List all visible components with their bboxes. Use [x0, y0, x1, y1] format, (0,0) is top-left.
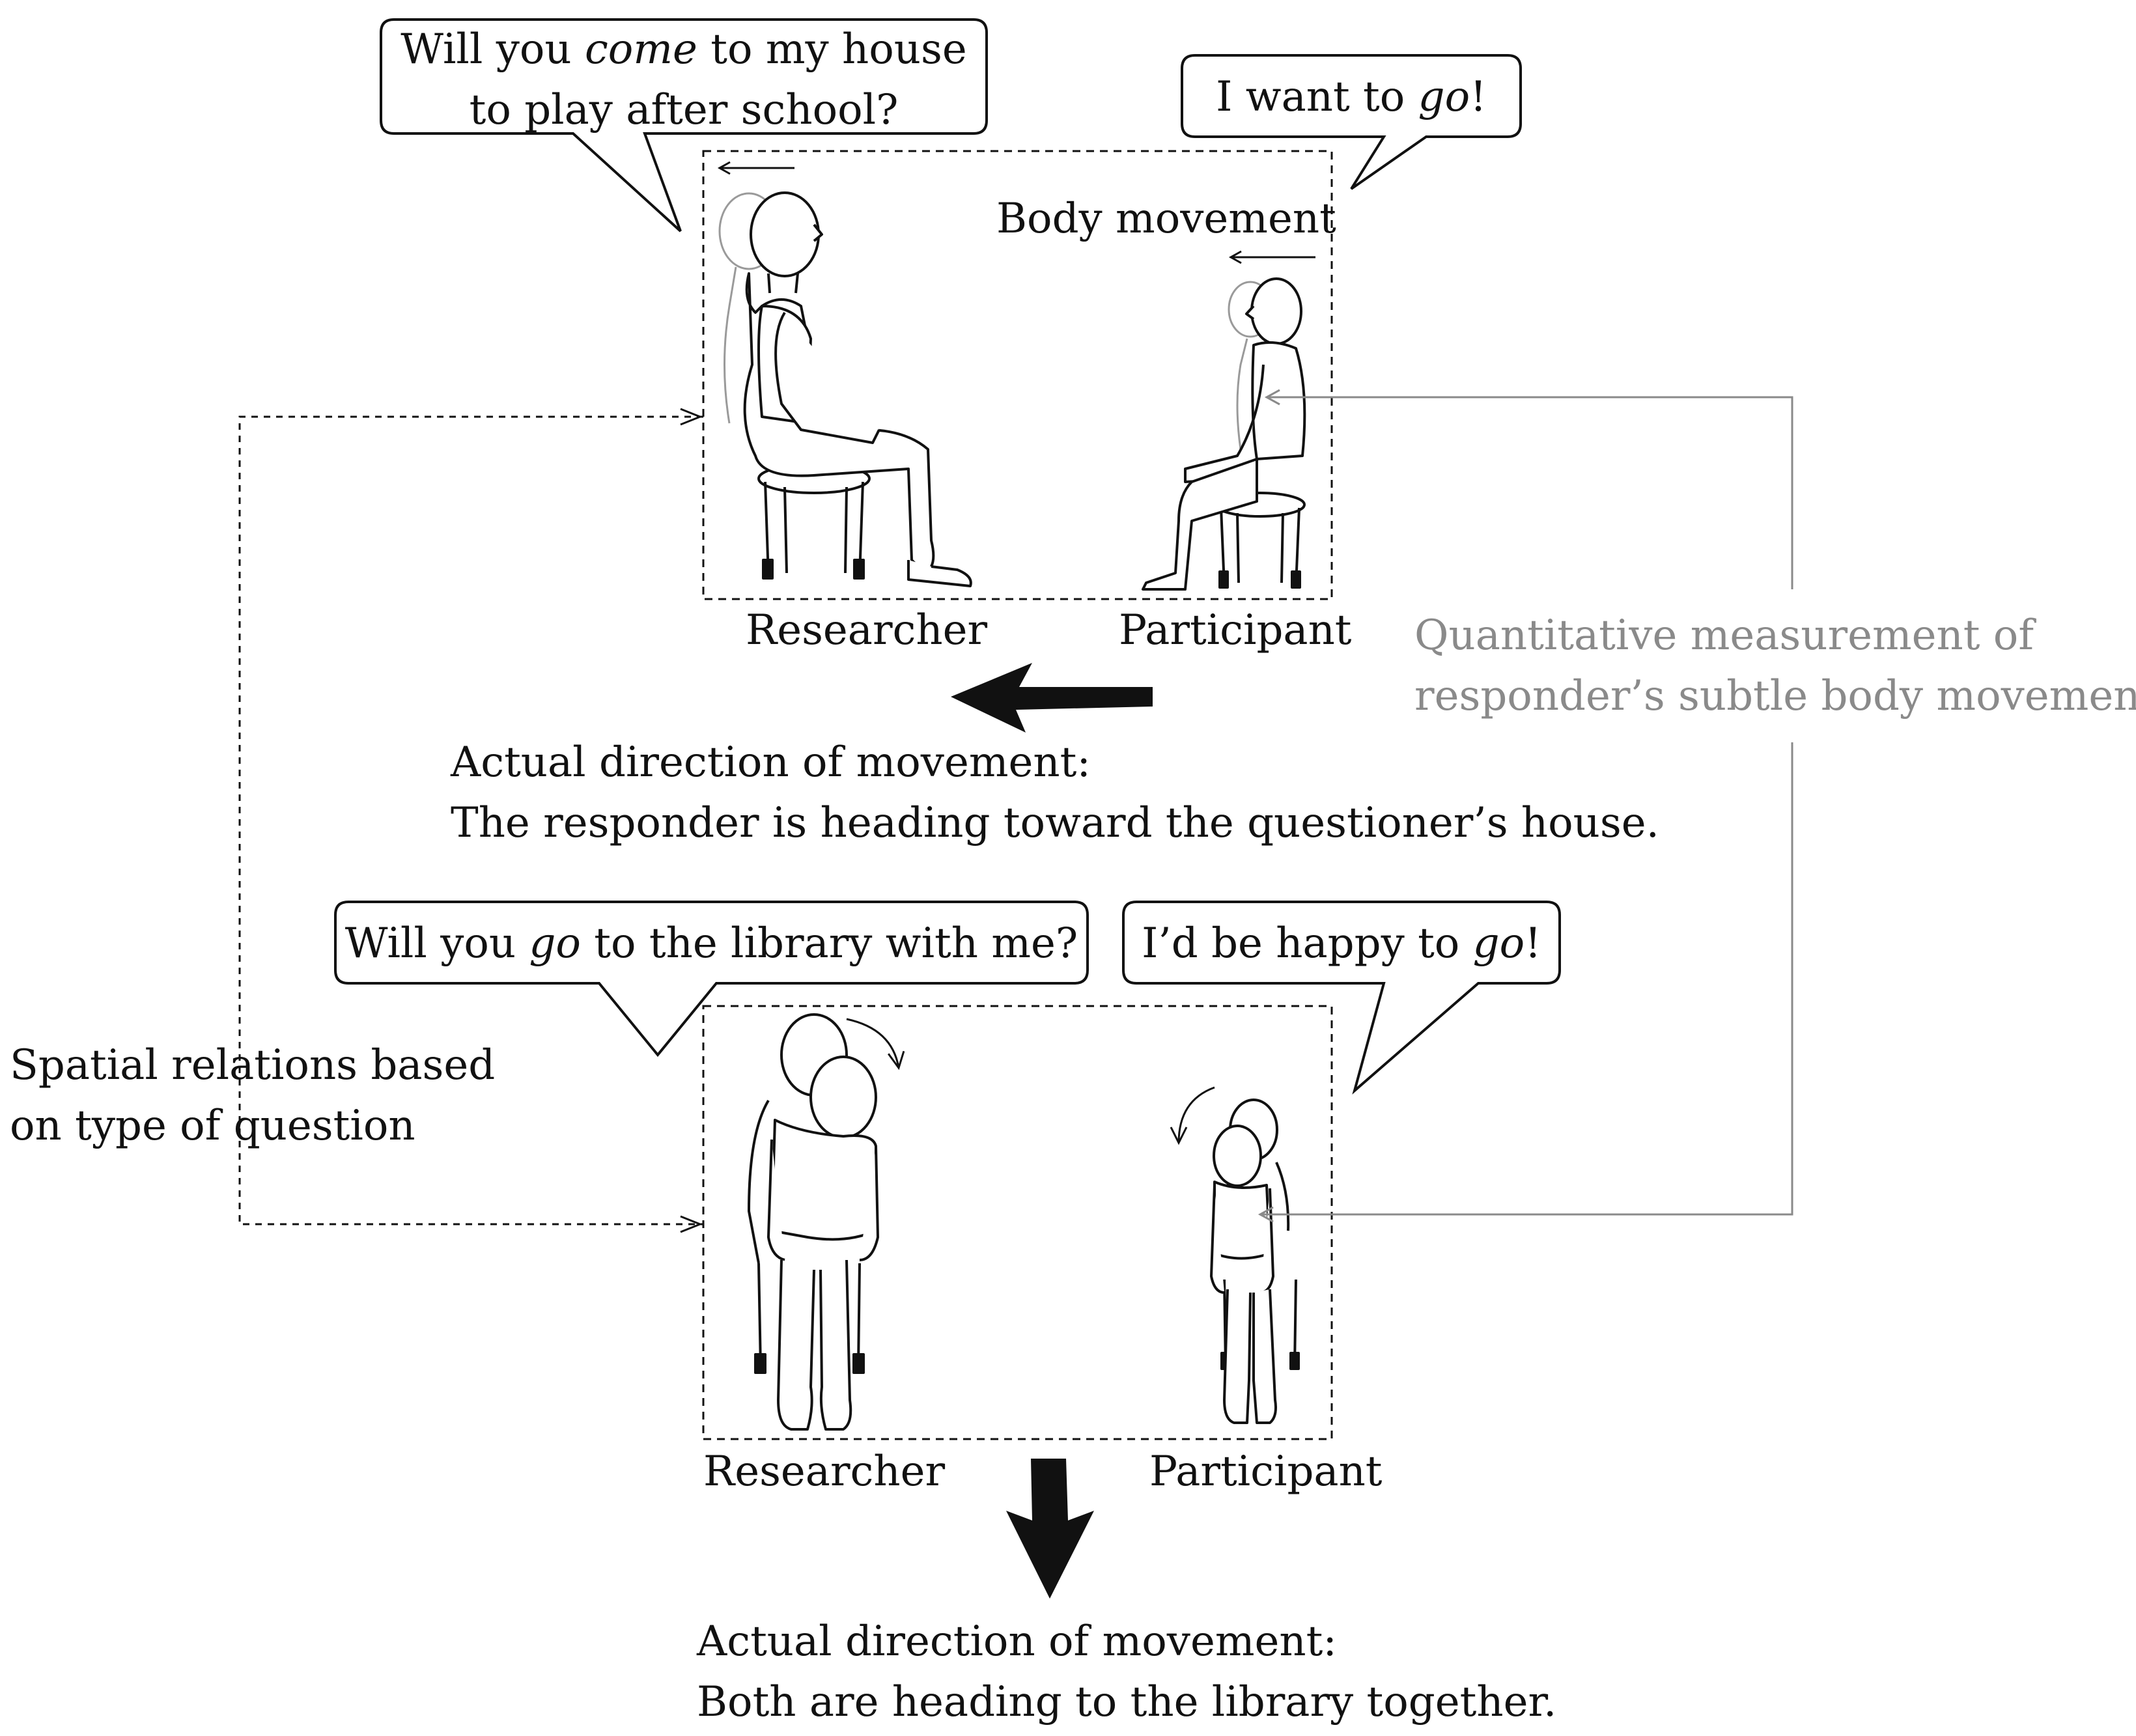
bubble-text-top-question: Will you come to my house to play after …: [400, 25, 967, 134]
researcher-figure-top: [743, 191, 972, 587]
actual-direction-arrow-down: [1006, 1459, 1094, 1599]
participant-figure-top: [1142, 277, 1306, 591]
emphasis-go-question: go: [529, 919, 581, 968]
researcher-label-top: Researcher: [746, 606, 988, 654]
spatial-relations-arrowhead-bottom: [680, 1215, 703, 1233]
rotation-arrow-researcher: [846, 1018, 905, 1071]
speech-bubble-bottom-question: [334, 901, 1089, 1057]
spatial-relations-arrowhead-top: [680, 408, 703, 426]
scene-frame-top: [702, 150, 1333, 600]
direction-caption-top: Actual direction of movement: The respon…: [451, 738, 1659, 847]
quantitative-measurement-label: Quantitative measurement of responder’s …: [1414, 611, 2136, 720]
measurement-connector-upper: [1264, 389, 1793, 589]
researcher-label-bottom: Researcher: [703, 1448, 946, 1496]
speech-bubble-top-answer: [1181, 54, 1522, 190]
rotation-arrow-participant: [1170, 1086, 1215, 1145]
speech-bubble-bottom-answer: [1122, 901, 1561, 1095]
bubble-text-top-answer: I want to go!: [1216, 73, 1487, 121]
body-movement-label: Body movement: [996, 195, 1336, 243]
researcher-figure-bottom: [748, 1013, 879, 1431]
actual-direction-arrow-left: [951, 663, 1153, 733]
participant-label-top: Participant: [1119, 606, 1352, 654]
participant-figure-bottom: [1210, 1099, 1300, 1424]
bubble-text-bottom-answer: I’d be happy to go!: [1142, 919, 1541, 968]
direction-caption-bottom: Actual direction of movement: Both are h…: [697, 1617, 1557, 1726]
measurement-connector-lower: [1258, 742, 1793, 1223]
emphasis-go-top: go: [1418, 73, 1470, 121]
spatial-relations-label: Spatial relations based on type of quest…: [10, 1041, 496, 1150]
participant-label-bottom: Participant: [1149, 1448, 1383, 1496]
emphasis-go-bottom: go: [1472, 919, 1525, 968]
scene-frame-bottom: [702, 1005, 1333, 1440]
speech-bubble-top-question: [380, 18, 988, 232]
spatial-relations-connector: [238, 415, 703, 1225]
emphasis-come: come: [584, 25, 697, 74]
bubble-text-bottom-question: Will you go to the library with me?: [344, 919, 1078, 968]
